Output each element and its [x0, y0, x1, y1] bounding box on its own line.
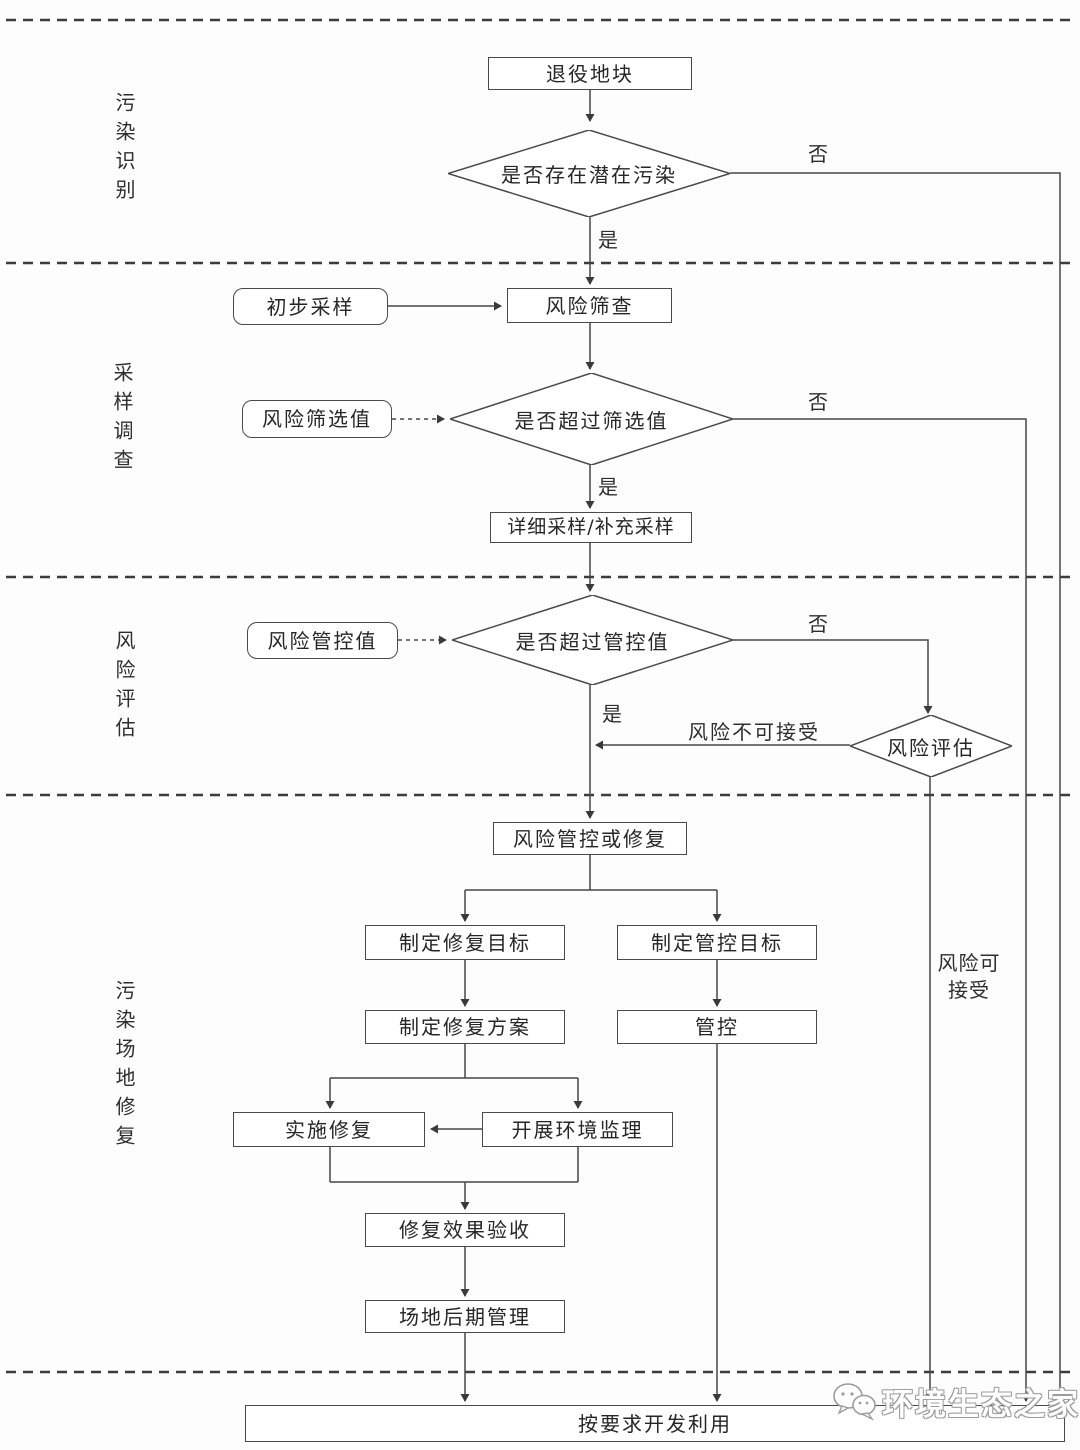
node-remediation-target: 制定修复目标 [365, 925, 565, 960]
node-control: 管控 [617, 1010, 817, 1044]
edge-label-risk-unacceptable: 风险不可接受 [688, 720, 820, 744]
edge-label-yes-2: 是 [598, 475, 619, 499]
node-risk-screening: 风险筛查 [507, 288, 672, 323]
node-acceptance: 修复效果验收 [365, 1213, 565, 1247]
edge-label-no-1: 否 [808, 142, 829, 166]
node-control-target: 制定管控目标 [617, 925, 817, 960]
reference-connectors [392, 414, 447, 645]
node-remediation-plan: 制定修复方案 [365, 1010, 565, 1044]
node-exceed-screening-decision: 是否超过筛选值 [450, 373, 733, 465]
node-exceed-control-decision: 是否超过管控值 [452, 595, 733, 685]
node-detailed-sampling: 详细采样/补充采样 [490, 512, 692, 543]
section-label-site-remediation: 污染场地修复 [112, 980, 136, 1154]
decision-label: 是否超过管控值 [515, 629, 670, 654]
risk-acceptable-line1: 风险可 [937, 951, 1001, 975]
diamond-shape [452, 595, 733, 685]
decision-label: 是否存在潜在污染 [501, 163, 677, 187]
decision-label: 风险评估 [887, 735, 975, 760]
node-retired-site: 退役地块 [488, 57, 692, 90]
node-potential-pollution-decision: 是否存在潜在污染 [448, 130, 730, 217]
diamond-shape [448, 130, 730, 217]
edge-label-risk-acceptable: 风险可 接受 [926, 950, 1012, 1004]
diamond-shape [850, 715, 1012, 777]
node-control-or-remediate: 风险管控或修复 [493, 822, 687, 855]
node-develop-use: 按要求开发利用 [245, 1405, 1065, 1442]
section-separators [6, 18, 1074, 1374]
edge-label-no-2: 否 [808, 390, 829, 414]
section-label-risk-assessment: 风险评估 [112, 630, 136, 746]
node-screening-value: 风险筛选值 [242, 400, 392, 438]
node-environment-supervision: 开展环境监理 [482, 1112, 673, 1147]
node-implement-remediation: 实施修复 [233, 1112, 425, 1147]
edge-label-yes-1: 是 [598, 228, 619, 252]
edge-label-yes-3: 是 [602, 702, 623, 726]
decision-label: 是否超过筛选值 [514, 408, 669, 433]
node-risk-assessment-decision: 风险评估 [850, 715, 1012, 777]
edge-label-no-3: 否 [808, 612, 829, 636]
flow-connectors [325, 90, 1065, 1402]
node-initial-sampling: 初步采样 [233, 288, 388, 325]
section-label-sampling-survey: 采样调查 [110, 362, 134, 478]
diamond-shape [450, 373, 733, 465]
node-post-management: 场地后期管理 [365, 1300, 565, 1333]
section-label-identification: 污染识别 [112, 92, 136, 208]
node-control-value: 风险管控值 [247, 622, 398, 659]
risk-acceptable-line2: 接受 [948, 978, 990, 1002]
